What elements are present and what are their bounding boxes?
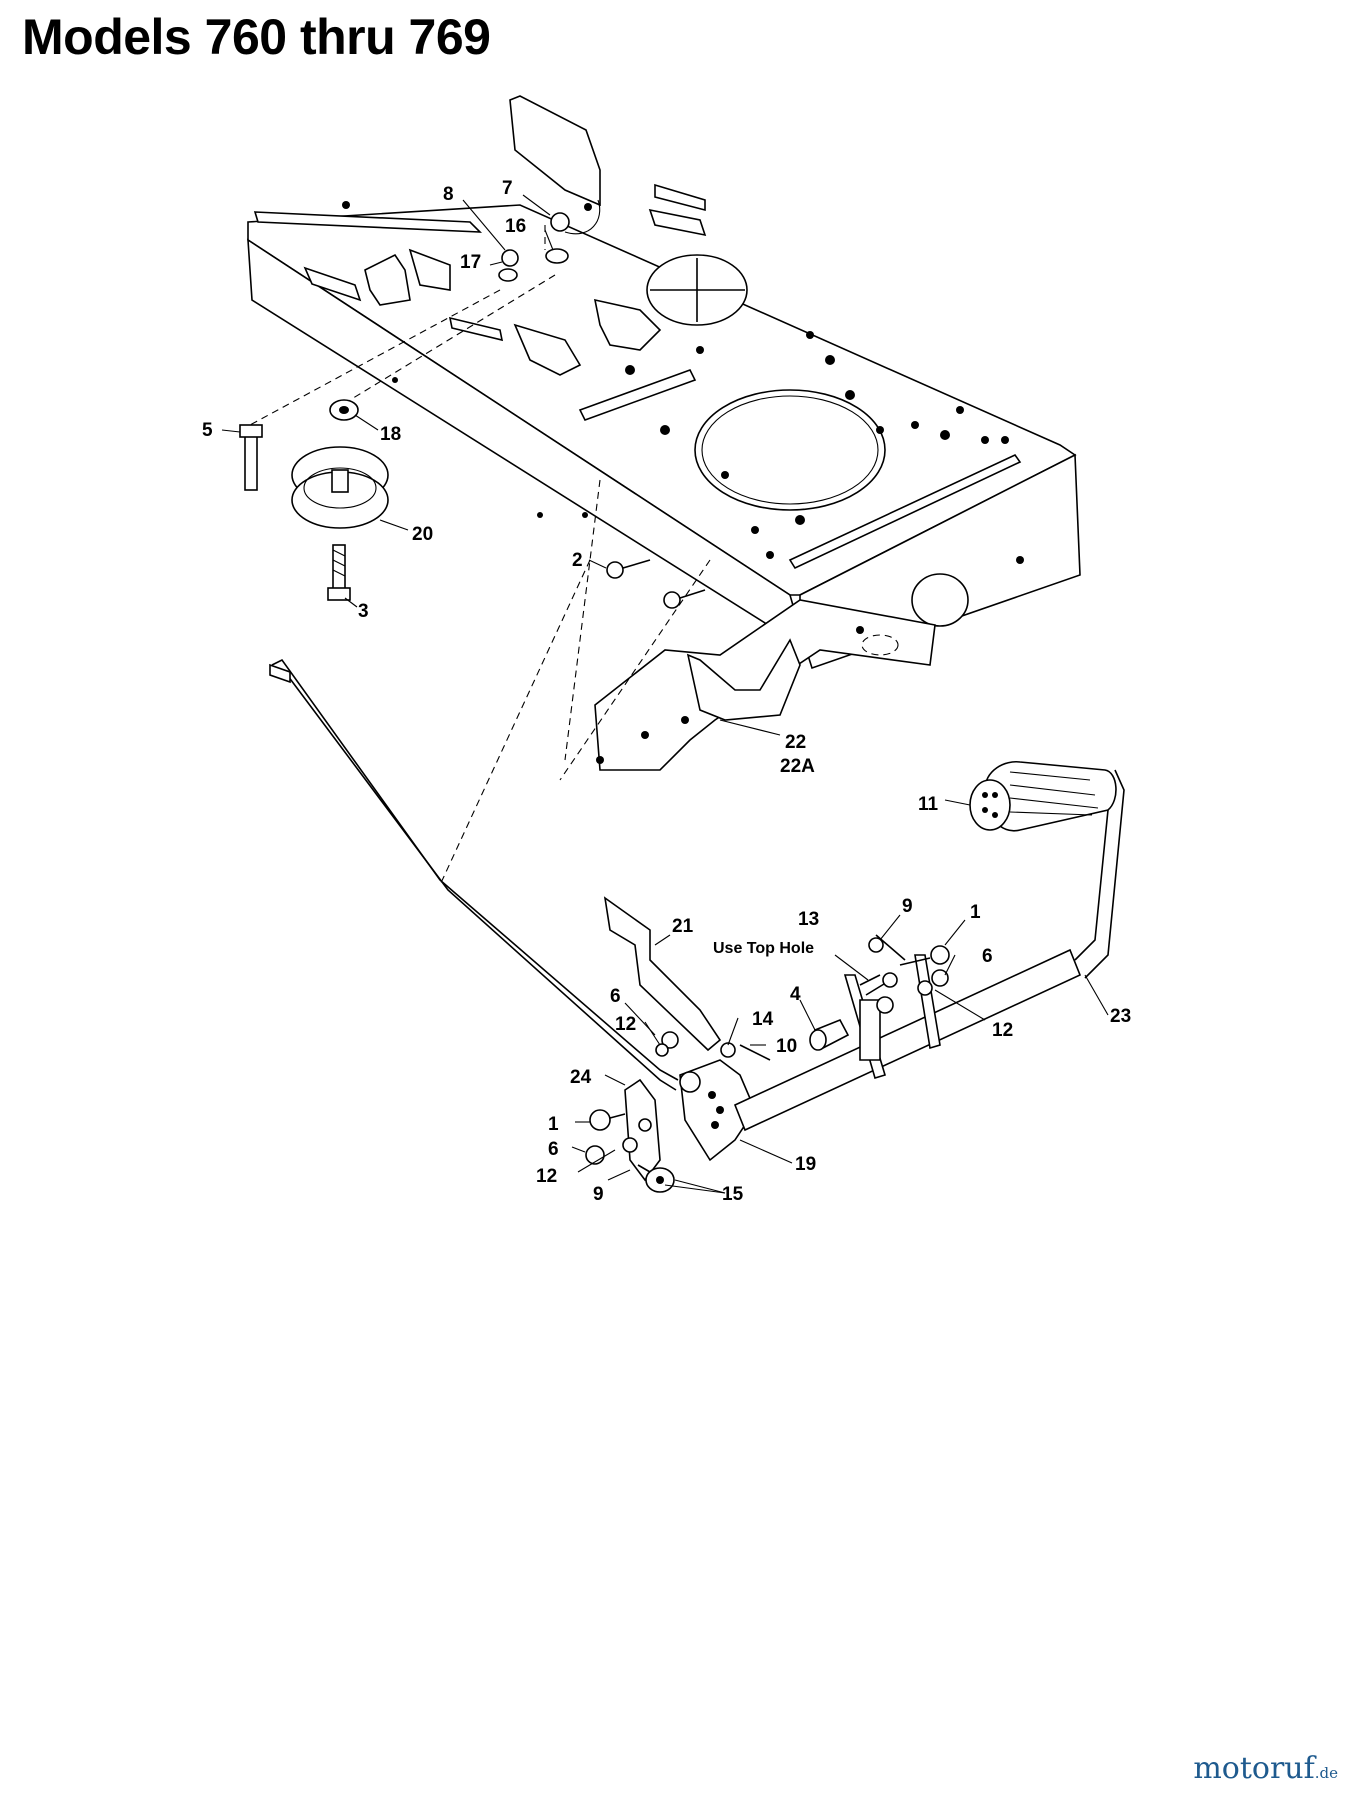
bracket-hole-hidden: [861, 634, 899, 656]
shoulder-bolt-head: [239, 424, 263, 438]
callout-18: 18: [380, 424, 401, 445]
hex-nut-icon: [661, 1031, 679, 1049]
callout-6-lower: 6: [548, 1139, 559, 1160]
frame-assembly: [247, 95, 1081, 771]
callout-22a: 22A: [780, 756, 815, 777]
washer-icon: [545, 248, 569, 264]
callout-1-upper: 1: [970, 902, 981, 923]
pulley-hub: [331, 469, 349, 493]
shaft-hanger: [914, 954, 941, 1050]
callout-21: 21: [672, 916, 694, 937]
callout-8: 8: [443, 184, 454, 205]
projection-line: [564, 479, 601, 761]
slot: [364, 253, 411, 306]
slot: [654, 183, 706, 212]
hex-screw-icon: [663, 591, 681, 609]
idler-pulley-group: [239, 199, 601, 601]
pedal-shaft: [733, 948, 1082, 1132]
callout-9-upper: 9: [902, 896, 913, 917]
callout-24: 24: [570, 1067, 592, 1088]
callout-3: 3: [358, 601, 369, 622]
callout-22: 22: [785, 732, 806, 753]
lock-nut-icon: [655, 1043, 669, 1057]
callout-11: 11: [918, 794, 939, 815]
pulley-opening: [694, 389, 886, 511]
callout-9-lower: 9: [593, 1184, 604, 1205]
slot: [578, 369, 697, 421]
spring-clip-icon: [859, 974, 885, 996]
callout-12-upper: 12: [992, 1020, 1013, 1041]
slot: [448, 316, 504, 342]
pedal-bracket: [603, 896, 722, 1052]
leader-lines: [221, 194, 1109, 1194]
callout-5: 5: [202, 420, 213, 441]
callout-labels: 8 7 16 17 5 18 20 3 2 22 22A 11 21 13 9 …: [202, 178, 1131, 1205]
hex-nut-icon: [550, 212, 570, 232]
callout-23: 23: [1110, 1006, 1131, 1027]
slot: [648, 208, 707, 237]
projection-line: [439, 559, 591, 886]
callout-13: 13: [798, 909, 819, 930]
pedal-linkage: [269, 658, 1125, 1193]
page-title: Models 760 thru 769: [22, 9, 491, 65]
callout-4: 4: [790, 984, 801, 1005]
projection-line: [559, 559, 711, 781]
callout-6-upper: 6: [982, 946, 993, 967]
cotter-pin-icon: [739, 1044, 771, 1061]
callout-12-lower: 12: [536, 1166, 557, 1187]
callout-1-lower: 1: [548, 1114, 559, 1135]
washer-icon: [720, 1042, 736, 1058]
watermark-name: motoruf: [1193, 1751, 1315, 1786]
carriage-bolt-icon: [589, 1109, 611, 1131]
slot: [303, 266, 362, 302]
lock-nut-icon: [917, 980, 933, 996]
use-top-hole-note: Use Top Hole: [713, 940, 814, 957]
carriage-bolt-icon: [930, 945, 950, 965]
shroud-plate: [593, 298, 662, 351]
pulley-opening-rim: [701, 395, 879, 505]
callout-7: 7: [502, 178, 513, 199]
steering-disc-cross: [650, 258, 745, 322]
slot: [788, 453, 1022, 570]
shoulder-bolt-icon: [244, 429, 258, 491]
watermark: motoruf.de: [1193, 1751, 1338, 1786]
frame-top-arm: [253, 211, 483, 233]
callout-16: 16: [505, 216, 526, 237]
frame-holes: [342, 201, 1024, 564]
hex-nut-icon: [931, 969, 949, 987]
bracket-saddle: [686, 638, 801, 721]
hex-screw-icon: [606, 561, 624, 579]
callout-12-mid: 12: [615, 1014, 636, 1035]
rear-bracket: [509, 95, 601, 207]
callout-19: 19: [795, 1154, 816, 1175]
callout-6-mid: 6: [610, 986, 621, 1007]
callout-10: 10: [776, 1036, 797, 1057]
hex-screw-group: [606, 559, 706, 609]
washer-icon: [498, 268, 518, 282]
callout-14: 14: [752, 1009, 774, 1030]
hitch-plate: [513, 323, 582, 376]
slot: [408, 248, 451, 291]
callout-20: 20: [412, 524, 433, 545]
lock-nut-icon: [622, 1137, 638, 1153]
watermark-suffix: .de: [1314, 1764, 1338, 1782]
callout-17: 17: [460, 252, 481, 273]
hex-bolt-icon: [332, 544, 346, 591]
cotter-pin-icon: [637, 1164, 651, 1173]
side-port: [911, 573, 969, 627]
callout-15: 15: [722, 1184, 744, 1205]
callout-2: 2: [572, 550, 583, 571]
lock-nut-icon: [501, 249, 519, 267]
